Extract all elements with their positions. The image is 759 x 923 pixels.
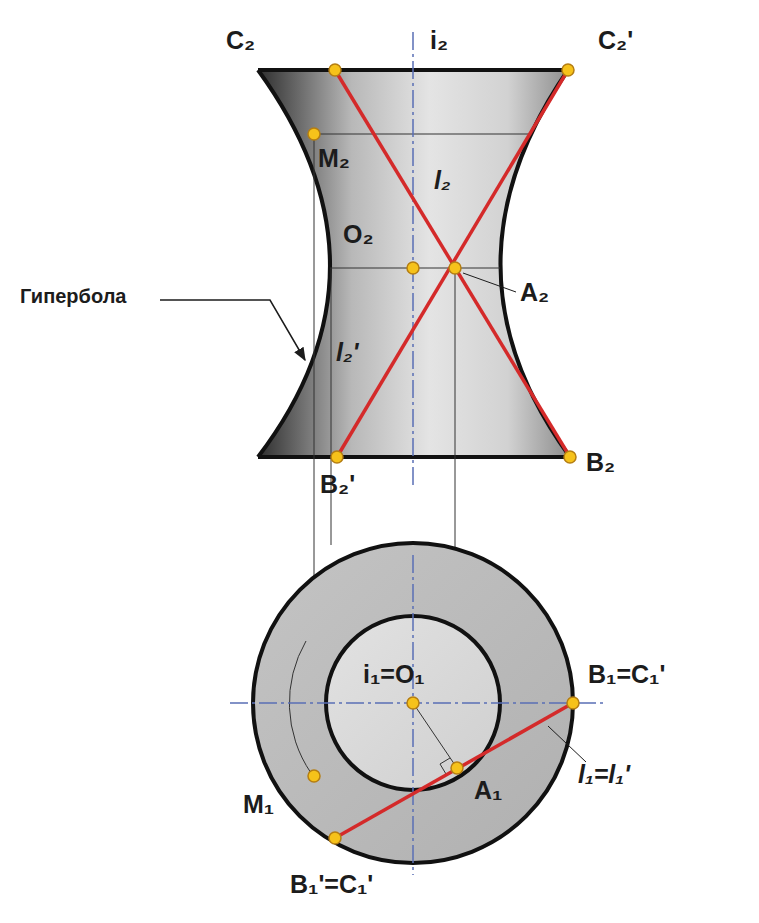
label-holder: C₂	[226, 28, 255, 53]
generator-projection	[335, 703, 573, 838]
label-holder: l₂	[434, 168, 450, 193]
parallel-line	[312, 134, 532, 135]
label-holder: l₂'	[336, 340, 358, 365]
point-dot	[407, 697, 419, 709]
point-label: B₁'=C₁'	[290, 872, 373, 897]
point-label: i₂	[430, 28, 448, 53]
label-holder: B₂'	[320, 472, 355, 497]
point-dot	[308, 128, 320, 140]
label-holder: M₁	[243, 792, 274, 817]
label-holder: A₁	[474, 778, 502, 803]
label-holder: C₂'	[598, 28, 633, 53]
label-holder: A₂	[520, 280, 549, 305]
projection-line	[331, 268, 332, 545]
point-dot	[449, 262, 461, 274]
parallel-arc	[289, 641, 311, 773]
point-dot	[329, 832, 341, 844]
point-label: C₂'	[598, 28, 633, 53]
point-label: C₂	[226, 28, 255, 53]
point-dot	[562, 64, 574, 76]
point-label: A₁	[474, 778, 502, 803]
callout-label: Гипербола	[20, 286, 126, 306]
point-label: M₂	[318, 146, 350, 171]
point-label: i₁=O₁	[363, 662, 425, 687]
label-holder: B₂	[586, 450, 615, 475]
bottom-edge	[258, 455, 570, 459]
radius-line	[413, 703, 457, 768]
leader-line	[463, 273, 516, 292]
point-label: O₂	[343, 222, 374, 247]
label-holder: M₂	[318, 146, 350, 171]
label-holder: Гипербола	[20, 286, 126, 307]
generator-line	[335, 70, 570, 457]
point-label: l₂	[434, 168, 450, 193]
point-label: B₂	[586, 450, 615, 475]
point-label: M₁	[243, 792, 274, 817]
axis-line	[412, 555, 414, 875]
label-holder: i₁=O₁	[363, 662, 425, 687]
label-holder: B₁'=C₁'	[290, 872, 373, 897]
point-dot	[567, 697, 579, 709]
point-label: B₁=C₁'	[588, 662, 665, 687]
axis-line	[412, 32, 414, 485]
point-label: A₂	[520, 280, 549, 305]
label-holder: i₂	[430, 28, 448, 53]
point-dot	[407, 262, 419, 274]
point-label: l₁=l₁'	[578, 762, 630, 787]
point-label: B₂'	[320, 472, 355, 497]
generator-line	[337, 70, 568, 457]
right-angle-mark	[440, 758, 450, 774]
point-dot	[564, 451, 576, 463]
label-holder: l₁=l₁'	[578, 762, 630, 787]
point-group	[308, 64, 579, 844]
point-label: l₂'	[336, 340, 358, 365]
point-dot	[331, 451, 343, 463]
hyperboloid-front	[258, 70, 570, 457]
leader-line	[160, 300, 305, 360]
hyperbola-left	[258, 70, 330, 457]
leader-line	[548, 726, 586, 762]
point-dot	[329, 64, 341, 76]
label-holder: B₁=C₁'	[588, 662, 665, 687]
point-dot	[308, 770, 320, 782]
point-dot	[451, 762, 463, 774]
label-holder: O₂	[343, 222, 374, 247]
